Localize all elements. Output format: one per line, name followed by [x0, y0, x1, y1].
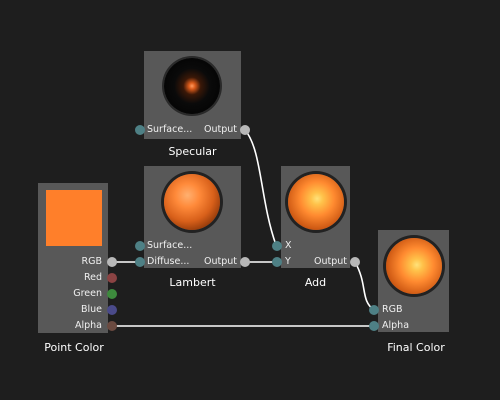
add-node[interactable] — [281, 166, 350, 268]
point-color-rgb-label: RGB — [81, 256, 102, 267]
point-color-swatch — [46, 190, 102, 246]
point-color-blue-port[interactable] — [107, 305, 117, 315]
lambert-diffuse-input-label: Diffuse... — [147, 256, 190, 267]
add-y-input-port[interactable] — [272, 257, 282, 267]
final-color-alpha-input-port[interactable] — [369, 321, 379, 331]
add-output-port[interactable] — [350, 257, 360, 267]
point-color-node[interactable] — [38, 183, 108, 333]
point-color-green-label: Green — [73, 288, 102, 299]
point-color-node-title: Point Color — [44, 341, 104, 354]
wire-add-to-finalcolor-rgb — [354, 261, 375, 311]
lambert-preview-sphere — [164, 174, 220, 230]
lambert-output-label: Output — [204, 256, 237, 267]
add-x-input-label: X — [285, 240, 292, 251]
specular-preview-sphere — [164, 58, 220, 114]
point-color-green-port[interactable] — [107, 289, 117, 299]
final-color-node[interactable] — [378, 230, 449, 332]
add-preview-sphere — [288, 174, 344, 230]
lambert-node[interactable] — [144, 166, 241, 268]
lambert-surface-input-port[interactable] — [135, 241, 145, 251]
final-color-alpha-input-label: Alpha — [382, 320, 410, 331]
specular-surface-input-label: Surface... — [147, 124, 193, 135]
specular-node[interactable] — [144, 51, 241, 139]
add-output-label: Output — [314, 256, 347, 267]
point-color-red-label: Red — [83, 272, 102, 283]
final-color-preview-sphere — [386, 238, 442, 294]
add-x-input-port[interactable] — [272, 241, 282, 251]
specular-output-label: Output — [204, 124, 237, 135]
point-color-alpha-label: Alpha — [74, 320, 102, 331]
final-color-rgb-input-label: RGB — [382, 304, 403, 315]
lambert-output-port[interactable] — [240, 257, 250, 267]
point-color-rgb-port[interactable] — [107, 257, 117, 267]
lambert-node-title: Lambert — [169, 276, 216, 289]
specular-output-port[interactable] — [240, 125, 250, 135]
point-color-blue-label: Blue — [80, 304, 102, 315]
specular-surface-input-port[interactable] — [135, 125, 145, 135]
final-color-rgb-input-port[interactable] — [369, 305, 379, 315]
add-y-input-label: Y — [285, 256, 291, 267]
specular-node-title: Specular — [168, 145, 217, 158]
point-color-alpha-port[interactable] — [107, 321, 117, 331]
lambert-diffuse-input-port[interactable] — [135, 257, 145, 267]
add-node-title: Add — [304, 276, 327, 289]
point-color-red-port[interactable] — [107, 273, 117, 283]
lambert-surface-input-label: Surface... — [147, 240, 193, 251]
final-color-node-title: Final Color — [387, 341, 445, 354]
wire-specular-to-add-x — [244, 129, 277, 246]
